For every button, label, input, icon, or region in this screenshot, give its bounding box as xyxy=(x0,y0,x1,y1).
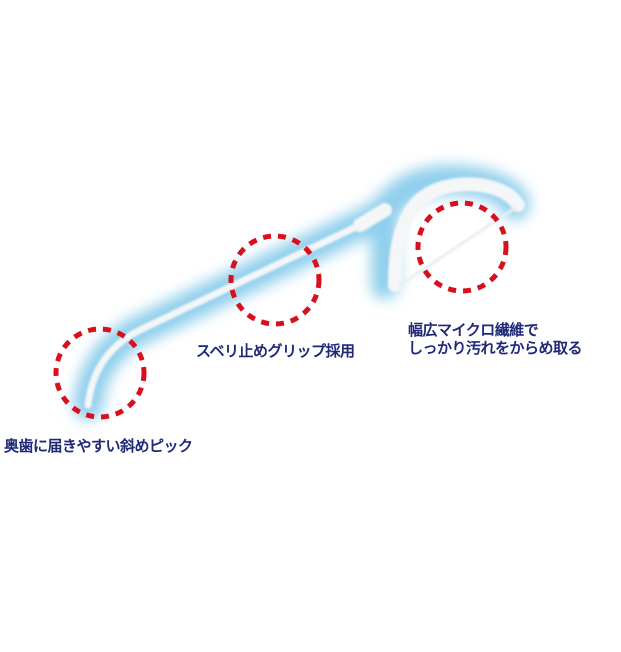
label-microfiber-line2: しっかり汚れをからめ取る xyxy=(408,339,583,357)
label-microfiber-line1: 幅広マイクロ繊維で xyxy=(408,321,539,339)
label-microfiber: 幅広マイクロ繊維で しっかり汚れをからめ取る xyxy=(408,321,583,357)
label-angled-pick: 奥歯に届きやすい斜めピック xyxy=(4,437,193,455)
label-grip: スベリ止めグリップ採用 xyxy=(196,342,355,360)
